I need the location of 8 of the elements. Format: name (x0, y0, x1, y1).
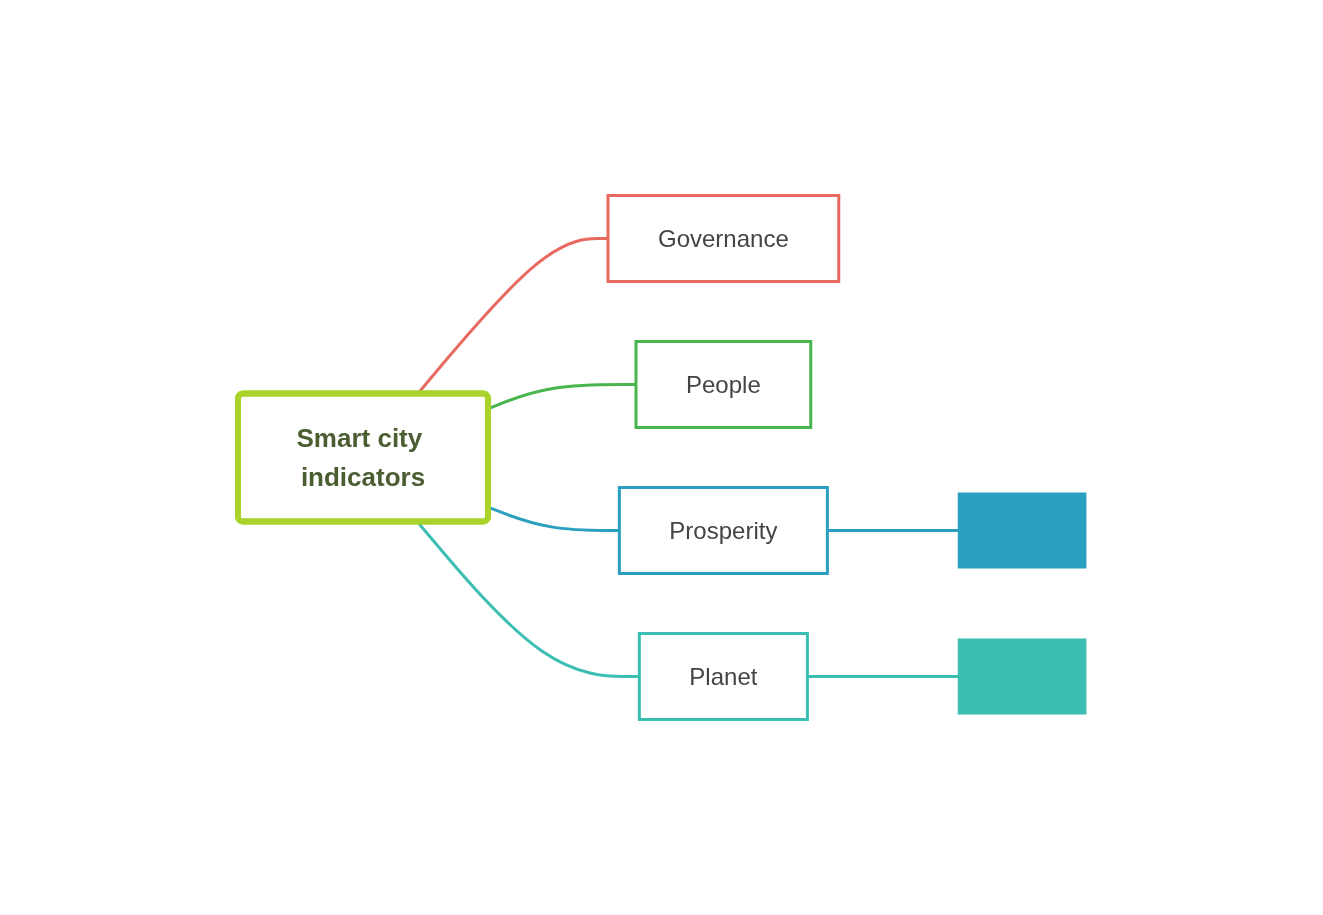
node-box (957, 492, 1087, 569)
node-box: Governance (606, 194, 841, 283)
connector (807, 675, 959, 678)
connector (827, 529, 959, 532)
node-box: People (634, 340, 812, 429)
node-box (957, 638, 1087, 715)
node-box: Planet (637, 632, 809, 721)
node-box: Prosperity (617, 486, 829, 575)
